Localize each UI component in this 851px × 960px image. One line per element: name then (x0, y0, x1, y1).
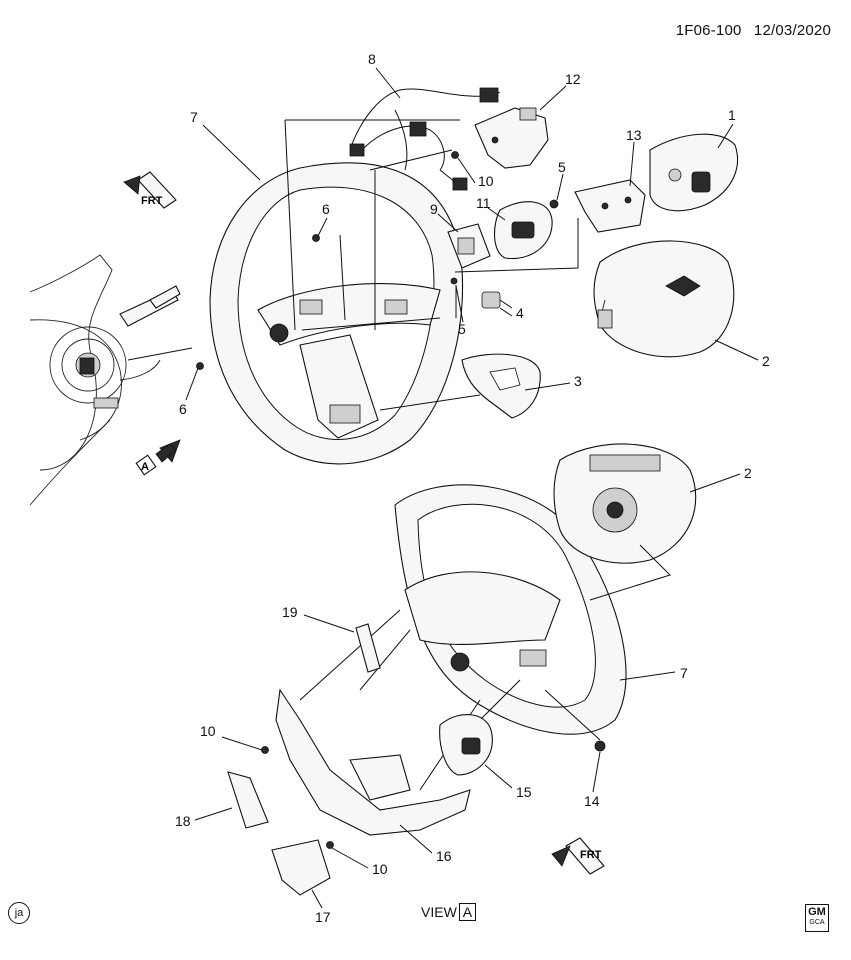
airbag-module-upper (593, 240, 735, 358)
bezel-3 (461, 353, 541, 419)
callout-7-lower: 7 (680, 665, 688, 681)
callout-17: 17 (315, 909, 331, 925)
screw-14 (594, 740, 606, 752)
screw-6-lower (196, 362, 204, 370)
trim-17 (271, 839, 331, 896)
screw-5-mid (450, 277, 458, 285)
airbag-module-lower (553, 443, 697, 564)
screw-10-lower-b (326, 841, 334, 849)
gm-logo-text: GM (808, 906, 826, 918)
switch-15 (439, 714, 493, 776)
view-arrow-letter: A (141, 461, 149, 473)
frt-label-lower: FRT (580, 849, 602, 861)
frt-arrow-upper: FRT (123, 171, 177, 209)
callout-7-upper: 7 (190, 109, 198, 125)
trim-19 (355, 623, 381, 673)
callout-10-lower-a: 10 (200, 723, 216, 739)
callout-6-upper: 6 (322, 201, 330, 217)
diagram-header: 1F06-100 12/03/2020 (668, 22, 831, 39)
bracket-13 (574, 179, 646, 233)
upper-steering-wheel (209, 162, 464, 465)
screw-10-lower-a (261, 746, 269, 754)
callout-14: 14 (584, 793, 600, 809)
trim-18 (227, 771, 269, 829)
callout-10-upper: 10 (478, 173, 494, 189)
screw-10-upper (451, 151, 459, 159)
screw-6-upper (312, 234, 320, 242)
switch-9 (447, 223, 491, 269)
gm-logo: GM GCA (805, 904, 829, 932)
frt-label-upper: FRT (141, 195, 163, 207)
callout-2-upper: 2 (762, 353, 770, 369)
callout-1: 1 (728, 107, 736, 123)
steering-column (29, 254, 181, 506)
switch-1 (649, 133, 739, 212)
switch-11 (494, 201, 553, 260)
callout-5-upper: 5 (558, 159, 566, 175)
leader-lines (185, 67, 759, 909)
callout-11: 11 (476, 195, 491, 211)
view-label-letter: A (458, 903, 477, 921)
callout-5-mid: 5 (458, 321, 466, 337)
bezel-16 (275, 688, 471, 836)
callout-19: 19 (282, 604, 298, 620)
upper-guide-lines (127, 119, 579, 411)
diagram-date: 12/03/2020 (753, 22, 831, 39)
callout-2-lower: 2 (744, 465, 752, 481)
callout-8: 8 (368, 51, 376, 67)
callout-3: 3 (574, 373, 582, 389)
screw-5-upper (549, 199, 559, 209)
callout-15: 15 (516, 784, 532, 800)
wiring-harness (349, 87, 501, 191)
callout-9: 9 (430, 201, 438, 217)
bracket-12 (474, 107, 549, 169)
frt-arrow-lower: FRT (551, 837, 605, 875)
callout-18: 18 (175, 813, 191, 829)
callout-16: 16 (436, 848, 452, 864)
gm-logo-sub: GCA (809, 919, 825, 926)
view-label-text: VIEW (421, 904, 457, 920)
callout-13: 13 (626, 127, 642, 143)
artist-mark: ja (8, 902, 30, 924)
view-a-arrow: A (135, 439, 181, 476)
clip-4 (481, 291, 513, 309)
lower-steering-wheel (394, 484, 627, 735)
callout-6-lower: 6 (179, 401, 187, 417)
callout-12: 12 (565, 71, 581, 87)
callouts: 1 2 2 3 4 5 5 6 6 7 7 8 9 10 10 10 11 12… (175, 51, 770, 925)
diagram-code: 1F06-100 (675, 22, 742, 39)
callout-10-lower-b: 10 (372, 861, 388, 877)
callout-4: 4 (516, 305, 524, 321)
